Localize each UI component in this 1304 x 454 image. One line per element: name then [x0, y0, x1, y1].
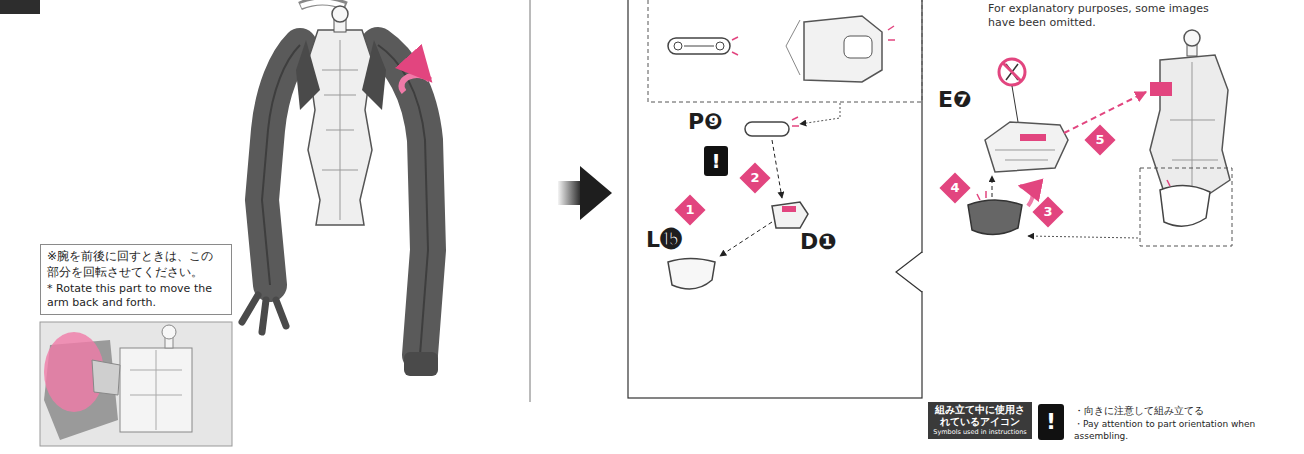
callout-diamonds-shape	[739, 162, 770, 193]
detail-box-shape	[804, 16, 882, 82]
part-name: P❾	[688, 110, 723, 134]
parts-step-b-shape	[1003, 63, 1021, 81]
inset-photo-shape	[120, 348, 192, 432]
callout-number: 3	[1038, 202, 1058, 222]
parts-step-a-shape	[782, 206, 796, 212]
parts-step-a-shape	[772, 202, 808, 228]
corner-tab-shape	[0, 0, 40, 14]
callout-diamonds-shape	[939, 172, 970, 203]
flow-arrow	[558, 166, 612, 220]
parts-step-b-shape	[1028, 236, 1138, 238]
flow-arrow-shape	[580, 166, 612, 220]
parts-step-b-shape	[1150, 82, 1172, 96]
parts-step-b-shape	[995, 150, 1055, 160]
detail-box-shape	[888, 26, 895, 40]
inset-photo-shape	[130, 350, 182, 430]
parts-step-b-shape	[1184, 30, 1200, 46]
parts-step-b-shape	[1167, 180, 1170, 186]
part-name: E❼	[938, 88, 972, 112]
note-text-english: * Rotate this part to move the arm back …	[47, 282, 225, 310]
detail-box-shape	[674, 42, 682, 50]
robot-figure-shape	[262, 45, 300, 285]
note-box: ※腕を前後に回すときは、この部分を回転させてください。* Rotate this…	[40, 244, 232, 315]
sub-panel-frame-shape	[896, 252, 922, 292]
robot-figure-shape	[300, 1, 346, 6]
callout-diamonds-shape	[1084, 124, 1115, 155]
parts-step-b-shape	[1064, 92, 1146, 133]
divider-shape	[530, 0, 531, 402]
corner-tab	[0, 0, 40, 14]
detail-box-shape	[786, 20, 800, 75]
icon-meaning-english: ・Pay attention to part orientation when …	[1074, 419, 1279, 442]
parts-step-a-shape	[720, 222, 772, 256]
parts-step-b-shape	[1020, 134, 1046, 141]
robot-figure-shape	[296, 40, 320, 110]
icon-meaning: ・向きに注意して組み立てる	[1074, 405, 1284, 417]
robot-figure-shape	[362, 40, 386, 110]
inset-photo-shape	[40, 322, 232, 446]
parts-step-a-shape	[745, 122, 789, 136]
parts-step-b-shape	[992, 176, 993, 197]
robot-figure-shape	[301, 2, 344, 6]
note-text: ※腕を前後に回すときは、この部分を回転させてください。	[47, 249, 225, 280]
parts-step-b-shape	[1150, 55, 1230, 200]
parts-step-a-shape	[772, 140, 782, 198]
detail-box-shape	[668, 38, 730, 54]
callout-number: 2	[745, 168, 765, 188]
callout-number: 5	[1090, 130, 1110, 150]
divider	[530, 0, 531, 402]
detail-box-shape	[716, 42, 724, 50]
detail-box-shape	[800, 103, 840, 124]
parts-step-b-shape	[1140, 168, 1232, 246]
inset-photo-shape	[162, 325, 176, 339]
robot-figure-shape	[262, 45, 300, 285]
parts-step-b-shape	[1012, 86, 1018, 122]
callout-diamonds-shape	[1032, 196, 1063, 227]
detail-box-shape	[732, 37, 738, 55]
parts-step-b-shape	[977, 191, 986, 200]
detail-box	[648, 0, 922, 124]
part-name: L⓯	[646, 228, 682, 252]
sub-panel-frame-shape	[921, 253, 924, 291]
parts-step-a-shape	[792, 117, 799, 126]
robot-figure-shape	[404, 352, 438, 376]
callout-diamonds-shape	[674, 194, 705, 225]
callout-number: 4	[945, 178, 965, 198]
robot-figure-shape	[322, 40, 358, 220]
sub-panel-frame-shape	[628, 0, 922, 398]
parts-step-b-shape	[968, 200, 1022, 235]
note-text: 組み立て中に使用されているアイコン	[932, 404, 1028, 428]
note-text-english: Symbols used in instructions	[932, 428, 1028, 436]
inset-photo-shape	[92, 360, 120, 395]
orientation-icon: !	[1038, 404, 1064, 440]
sub-panel-frame	[628, 0, 922, 398]
omission-note: For explanatory purposes, some images ha…	[988, 2, 1224, 31]
robot-figure	[242, 1, 438, 376]
parts-step-b-shape	[999, 59, 1025, 85]
robot-figure-shape	[308, 30, 372, 225]
callout-number: 1	[680, 200, 700, 220]
parts-step-b-shape	[985, 122, 1068, 172]
detail-box-shape	[844, 36, 872, 58]
flow-arrow-shape	[558, 181, 582, 205]
robot-figure-shape	[402, 75, 430, 92]
parts-step-b-shape	[1020, 186, 1033, 206]
robot-figure-shape	[242, 295, 286, 332]
parts-step-b-shape	[1170, 62, 1218, 195]
icon-key-box: 組み立て中に使用されているアイコンSymbols used in instruc…	[928, 402, 1032, 439]
orientation-icon: !	[704, 146, 728, 176]
parts-step-a	[668, 117, 808, 289]
part-name: D❶	[800, 230, 837, 254]
parts-step-b-shape	[1160, 185, 1210, 226]
inset-photo	[40, 322, 232, 446]
parts-step-b	[968, 30, 1232, 246]
detail-box-shape	[684, 46, 714, 47]
detail-box-shape	[648, 0, 922, 102]
parts-step-a-shape	[668, 259, 715, 290]
robot-figure-shape	[332, 6, 348, 22]
